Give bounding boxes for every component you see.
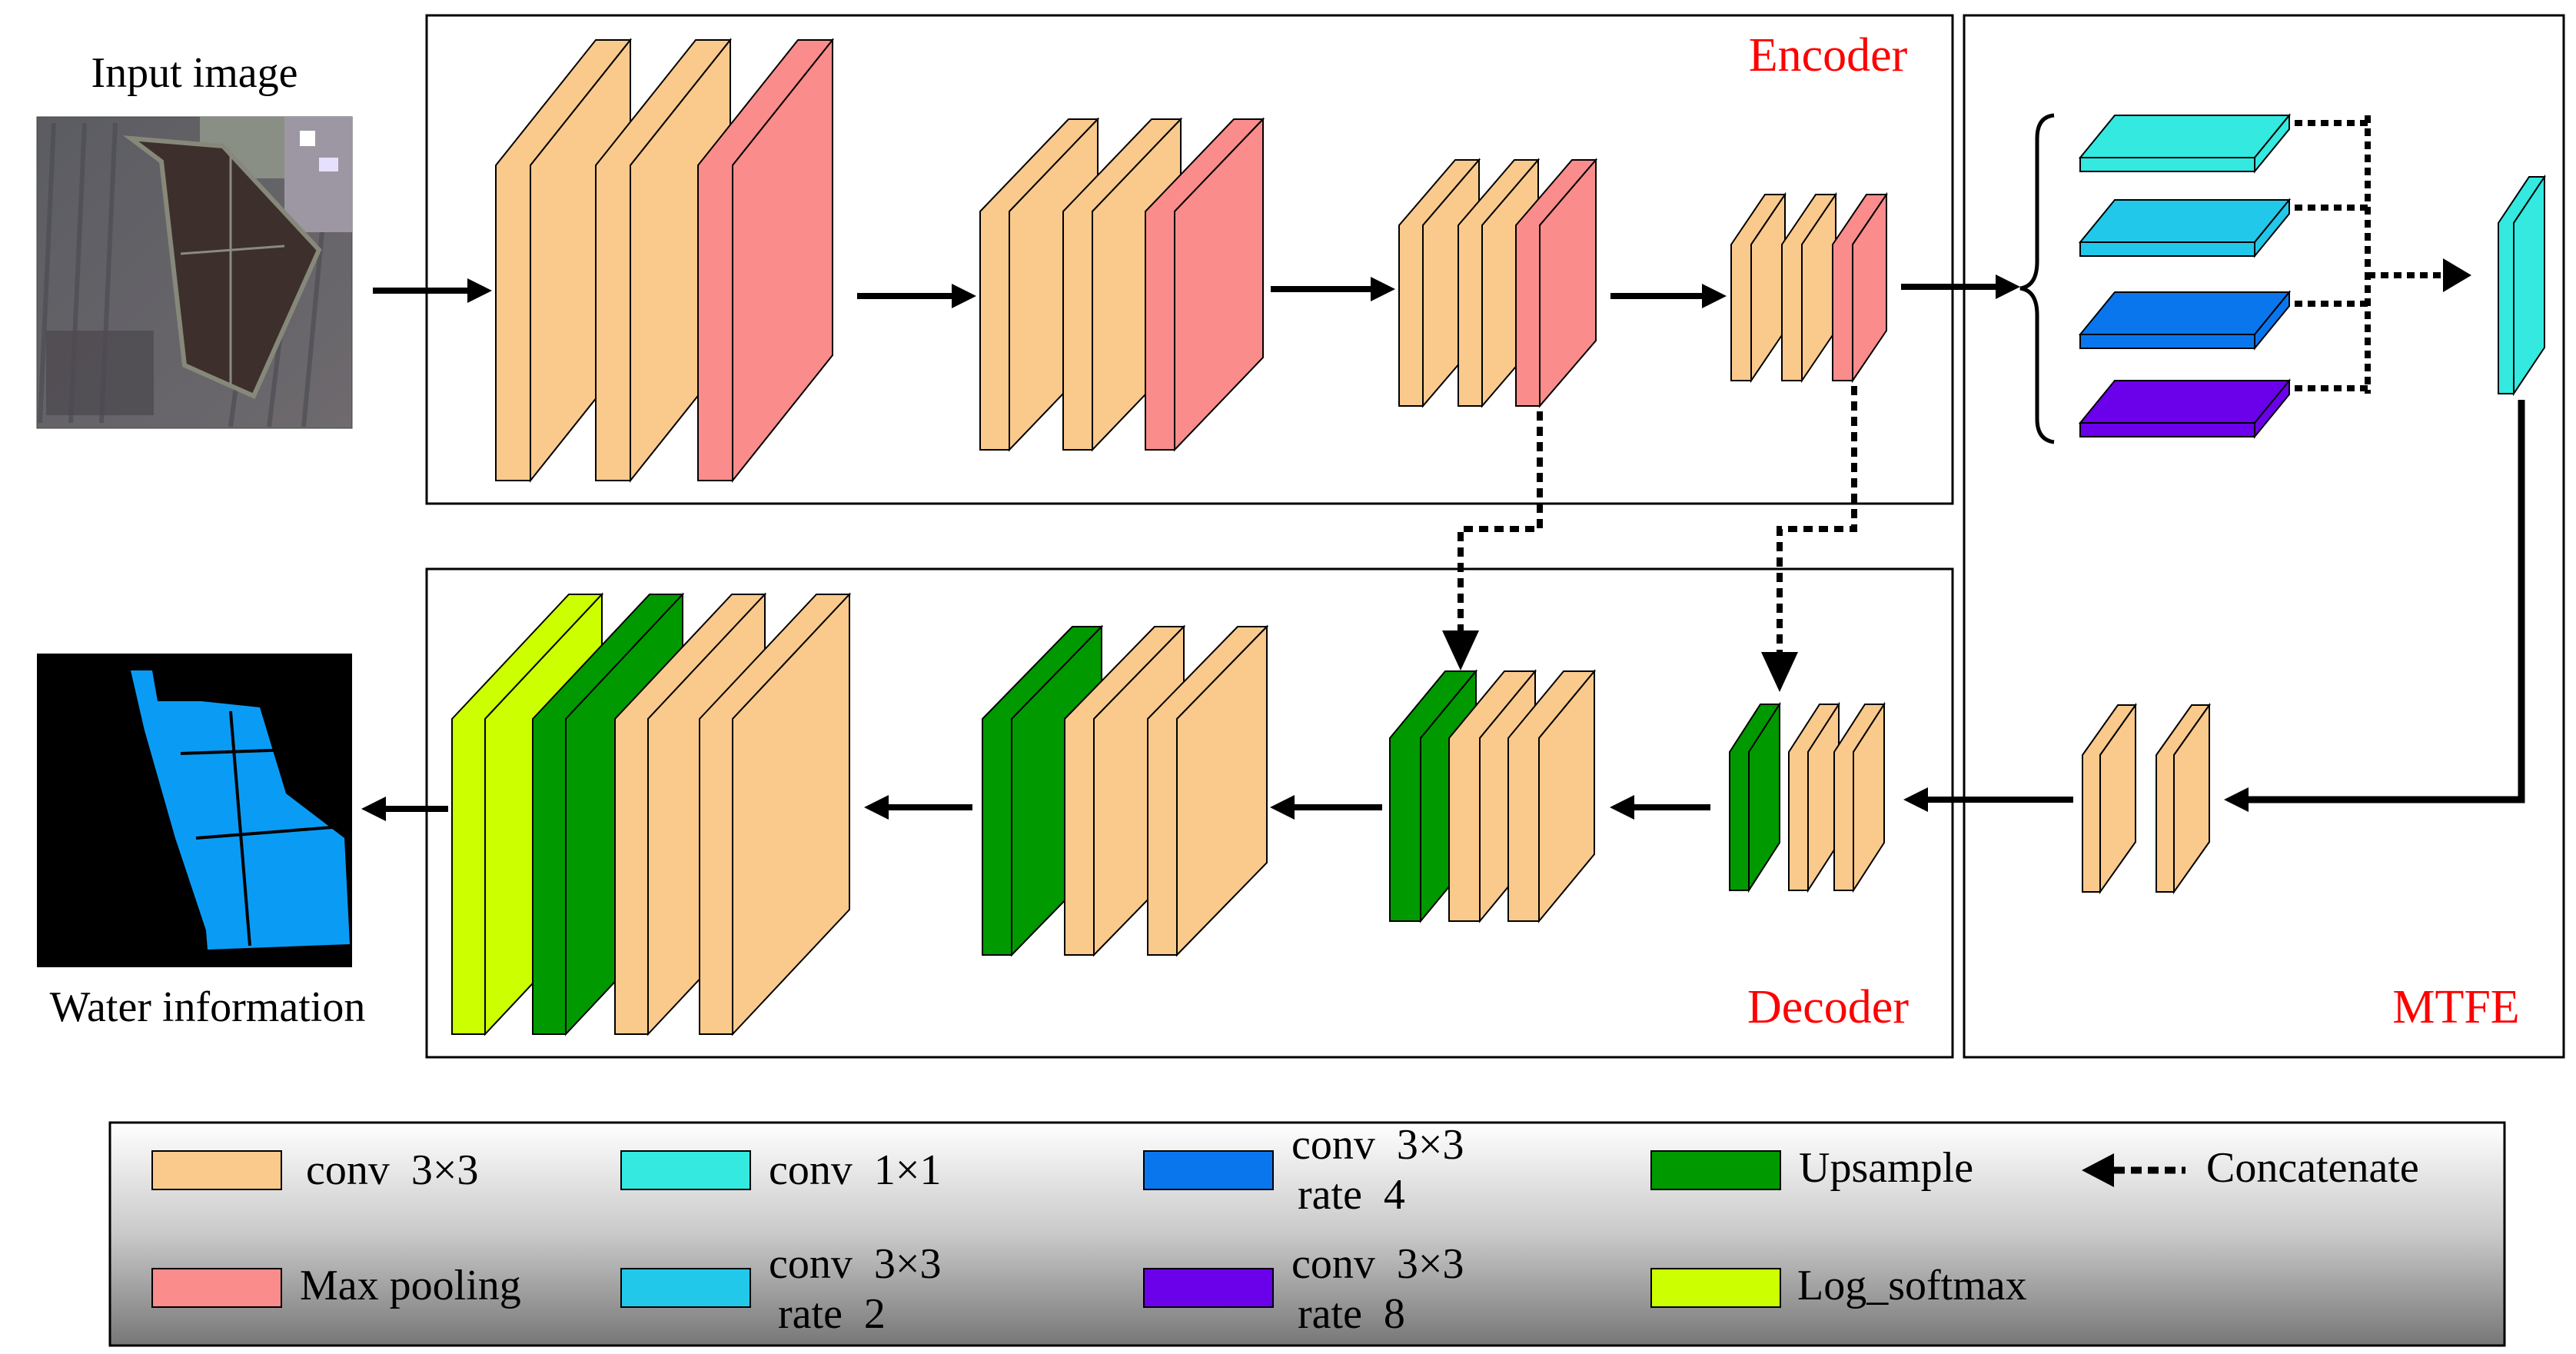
mtfe-fused-conv1x1 — [2498, 174, 2546, 397]
legend-label-conv1x1: conv 1×1 — [769, 1146, 941, 1194]
legend-label-maxpool: Max pooling — [300, 1262, 521, 1309]
mtfe-branch-conv1x1 — [2078, 113, 2292, 174]
legend-swatch-upsample — [1650, 1150, 1781, 1190]
legend-concatenate-arrow — [2082, 1153, 2185, 1187]
skip-connections — [1458, 386, 1857, 660]
legend-swatch-maxpool — [151, 1268, 282, 1308]
mtfe-concat-lines — [2295, 115, 2445, 394]
legend-swatch-conv3x3 — [151, 1150, 282, 1190]
input-image-label: Input image — [91, 49, 297, 97]
encoder-label: Encoder — [1749, 29, 1908, 82]
decoder-stage-3 — [1389, 669, 1597, 923]
legend-label-logsoftmax: Log_softmax — [1797, 1262, 2027, 1309]
legend-swatch-rate2 — [620, 1268, 751, 1308]
mtfe-brace — [2019, 113, 2055, 444]
mtfe-branch-rate4 — [2078, 290, 2292, 351]
legend-swatch-rate8 — [1143, 1268, 1274, 1308]
legend-swatch-rate4 — [1143, 1150, 1274, 1190]
legend-label-upsample: Upsample — [1799, 1144, 1973, 1192]
mtfe-conv-blocks — [2082, 702, 2211, 895]
legend-label-rate2-line1: conv 3×3 — [769, 1240, 941, 1288]
decoder-stage-2 — [982, 624, 1269, 957]
encoder-frame — [425, 14, 1954, 505]
output-image-label: Water information — [50, 983, 366, 1031]
encoder-stage-1 — [495, 38, 835, 483]
output-image — [37, 654, 352, 967]
encoder-stage-3 — [1398, 158, 1598, 408]
legend-label-rate2-line2: rate 2 — [778, 1290, 886, 1338]
mtfe-branch-rate2 — [2078, 198, 2292, 258]
legend-label-rate8-line2: rate 8 — [1298, 1290, 1405, 1338]
decoder-arrows — [361, 795, 1710, 821]
decoder-label: Decoder — [1747, 981, 1909, 1033]
mtfe-label: MTFE — [2392, 981, 2519, 1033]
encoder-stage-4 — [1730, 191, 1888, 384]
legend-label-rate8-line1: conv 3×3 — [1291, 1240, 1464, 1288]
legend-label-concatenate: Concatenate — [2206, 1144, 2419, 1192]
decoder-frame — [425, 567, 1954, 1059]
legend-label-rate4-line2: rate 4 — [1298, 1171, 1405, 1219]
mtfe-concat-arrowhead — [2443, 258, 2471, 292]
legend-swatch-conv1x1 — [620, 1150, 751, 1190]
legend-swatch-logsoftmax — [1650, 1268, 1781, 1308]
mtfe-return-path — [2249, 400, 2525, 803]
decoder-stage-4 — [1729, 701, 1886, 893]
legend-label-conv3x3: conv 3×3 — [306, 1146, 478, 1194]
mtfe-frame — [1963, 14, 2565, 1059]
legend: conv 3×3 conv 1×1 conv 3×3 rate 4 Upsamp… — [108, 1121, 2506, 1347]
decoder-stage-1 — [451, 592, 852, 1036]
legend-label-rate4-line1: conv 3×3 — [1291, 1121, 1464, 1169]
encoder-stage-2 — [979, 117, 1265, 452]
mtfe-branch-rate8 — [2078, 378, 2292, 439]
input-image — [36, 116, 353, 429]
encoder-arrows — [373, 274, 2020, 308]
